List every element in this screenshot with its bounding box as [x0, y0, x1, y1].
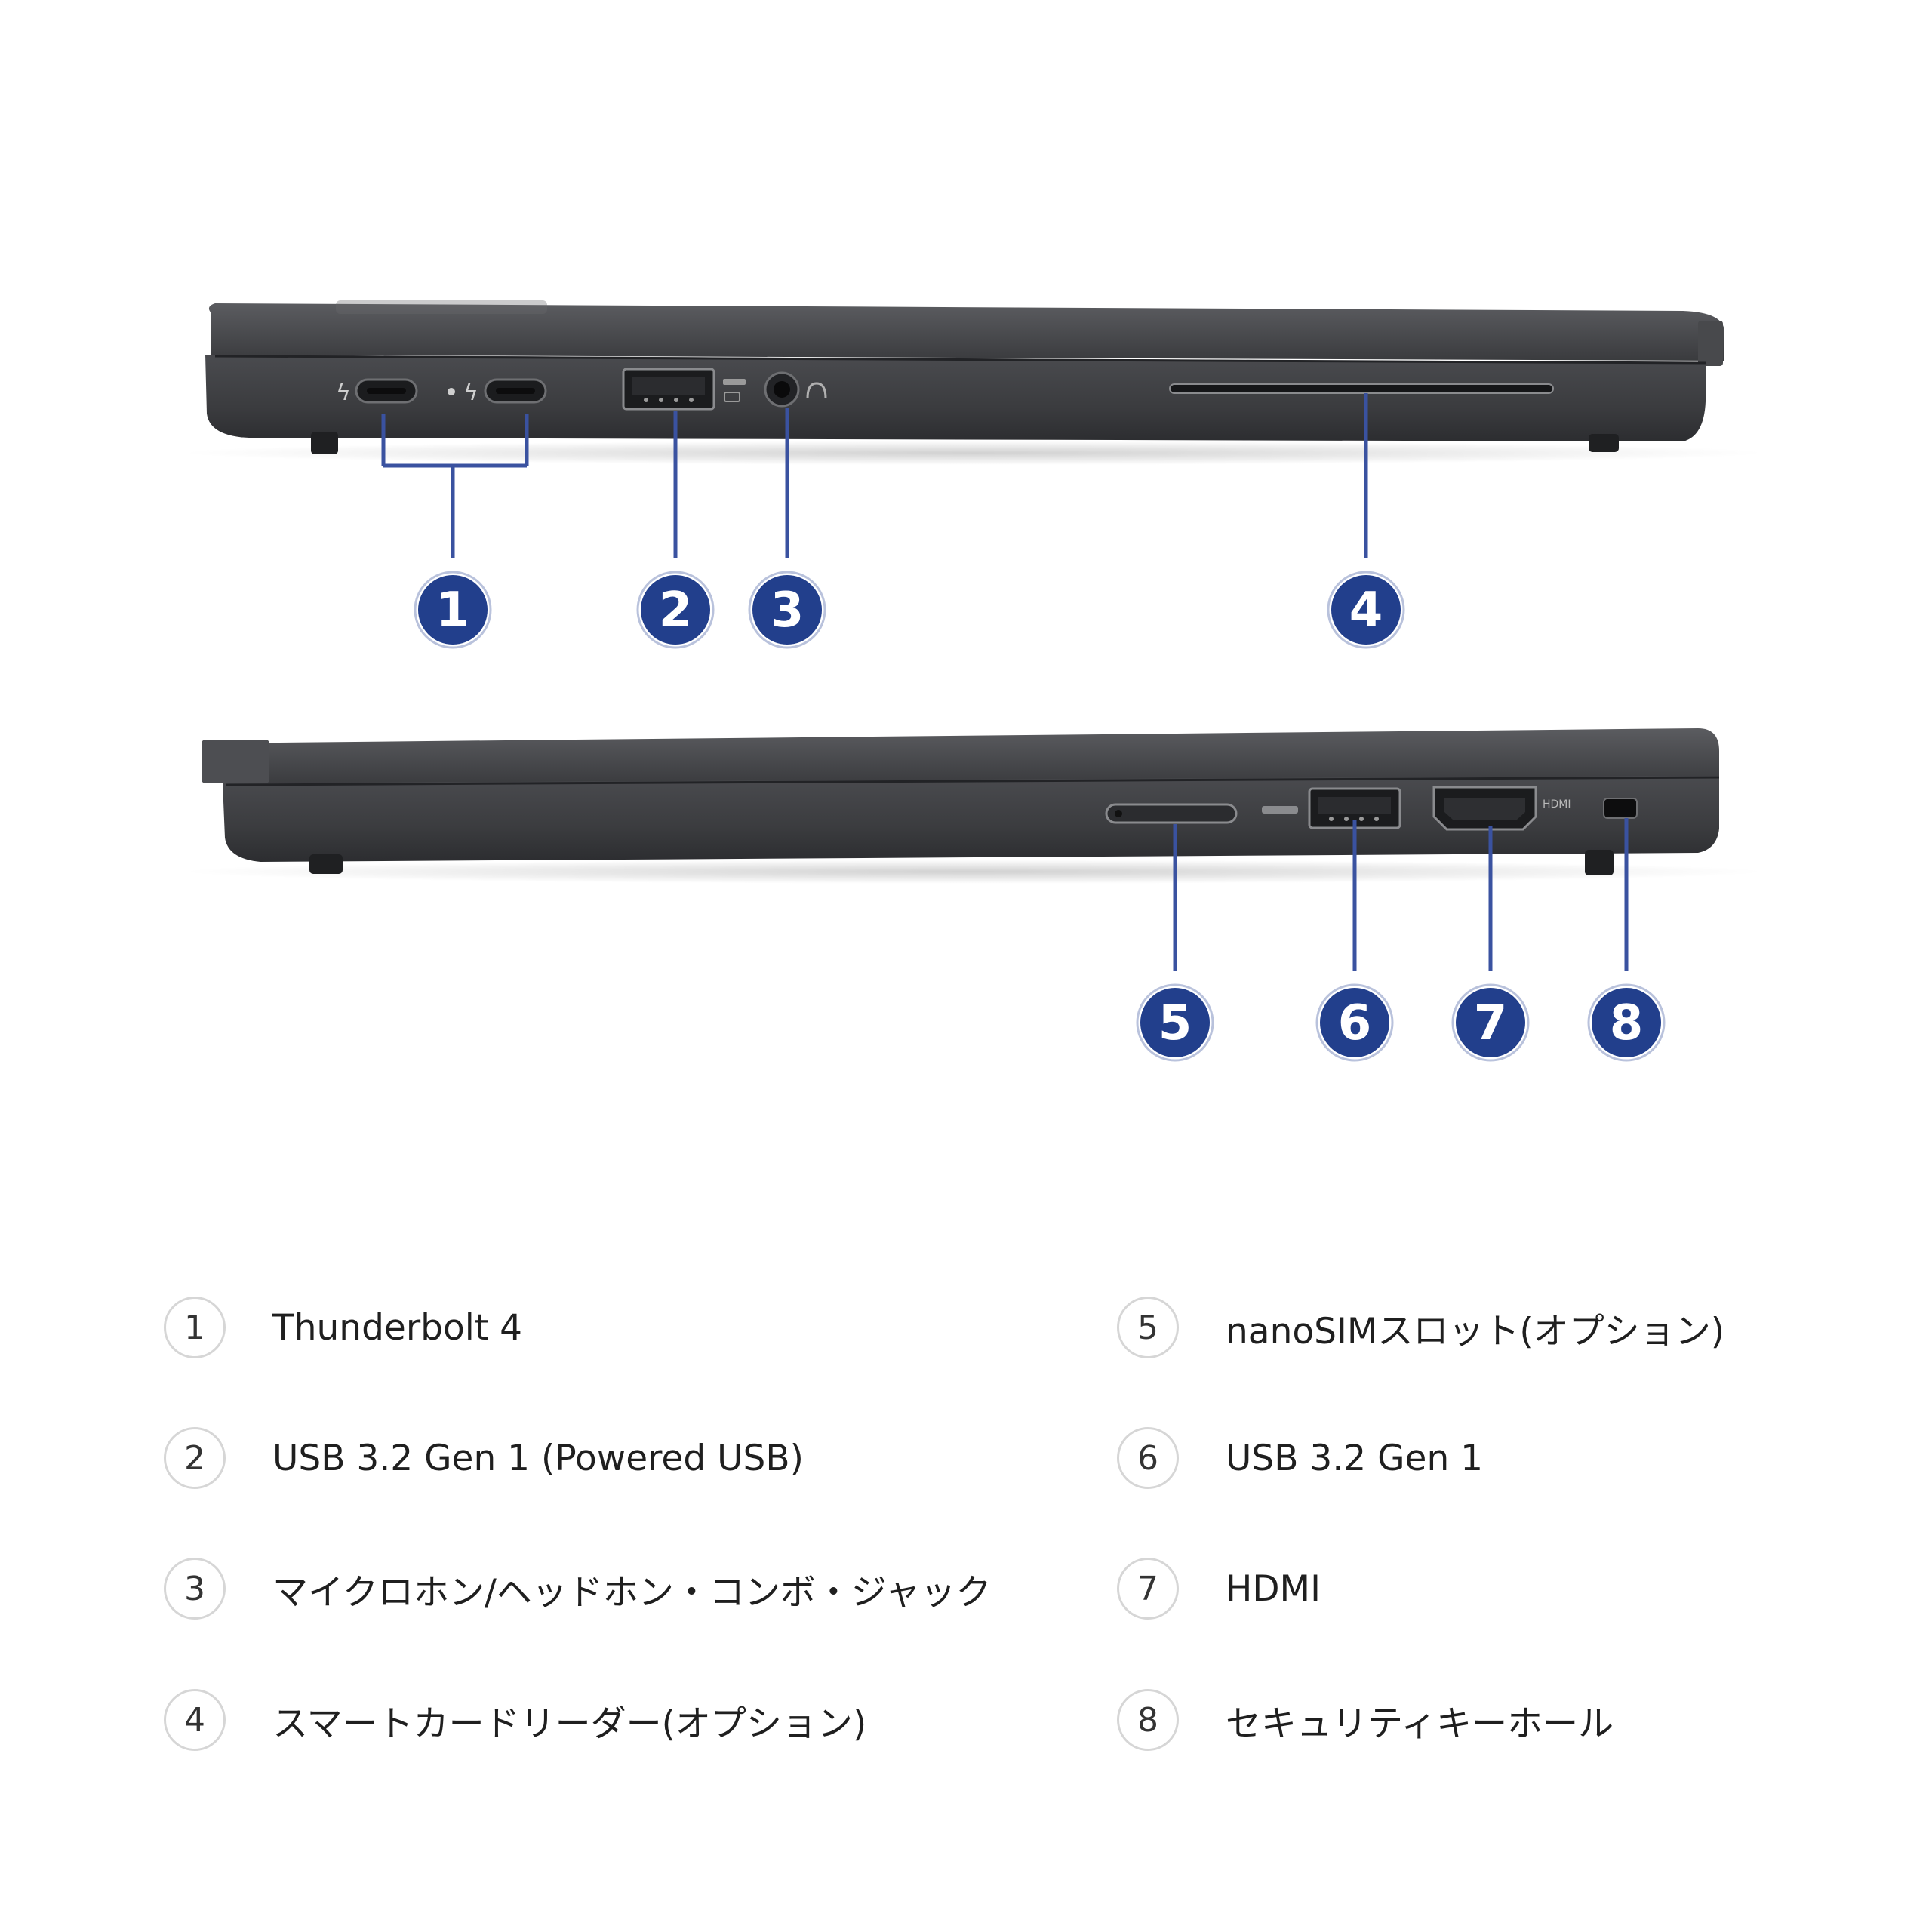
legend-number-badge: 7	[1117, 1558, 1179, 1620]
legend-item-3: 3 マイクロホン/ヘッドホン・コンボ・ジャック	[164, 1555, 992, 1623]
legend-item-7: 7 HDMI	[1117, 1555, 1321, 1623]
legend-label: Thunderbolt 4	[272, 1306, 523, 1349]
power-usb-icon	[724, 392, 740, 402]
callout-marker-6: 6	[1315, 983, 1394, 1062]
callout-number: 6	[1338, 995, 1372, 1051]
callout-number: 7	[1474, 995, 1508, 1051]
callout-number: 1	[436, 583, 470, 638]
usb-ss-icon	[723, 379, 746, 385]
thunderbolt-icon-2: ϟ	[463, 380, 478, 406]
legend-item-2: 2 USB 3.2 Gen 1 (Powered USB)	[164, 1424, 804, 1492]
legend-item-8: 8 セキュリティキーホール	[1117, 1686, 1614, 1754]
headset-icon	[806, 382, 827, 399]
legend-number-badge: 1	[164, 1297, 226, 1358]
legend-item-1: 1 Thunderbolt 4	[164, 1294, 522, 1361]
callout-number: 8	[1610, 995, 1644, 1051]
legend-number-badge: 6	[1117, 1427, 1179, 1489]
laptop-left-base	[205, 355, 1706, 441]
lenovo-logo-emboss	[336, 300, 547, 314]
legend-number-badge: 2	[164, 1427, 226, 1489]
usb-ss-icon-right	[1262, 806, 1298, 814]
legend-label: セキュリティキーホール	[1226, 1703, 1614, 1745]
legend-label: USB 3.2 Gen 1	[1226, 1437, 1484, 1479]
thunderbolt-icon: ϟ	[336, 380, 351, 406]
callout-markers: 1 2 3 4 5 6 7 8	[414, 571, 1666, 1062]
status-led	[448, 388, 455, 395]
callout-marker-7: 7	[1451, 983, 1530, 1062]
smart-card-slot	[1169, 383, 1554, 394]
legend-label: USB 3.2 Gen 1 (Powered USB)	[272, 1437, 804, 1479]
laptop-left-shadow	[181, 441, 1766, 465]
hdmi-mark: HDMI	[1543, 798, 1571, 811]
legend-label: nanoSIMスロット(オプション)	[1226, 1310, 1725, 1352]
laptop-right-lid-front-cap	[202, 740, 269, 783]
legend-number-badge: 8	[1117, 1689, 1179, 1751]
legend-item-5: 5 nanoSIMスロット(オプション)	[1117, 1294, 1724, 1361]
legend-number-badge: 3	[164, 1558, 226, 1620]
callout-marker-3: 3	[748, 571, 826, 649]
laptop-right-lid	[204, 728, 1719, 785]
nanosim-slot	[1105, 803, 1238, 824]
laptop-right-foot-front	[1585, 850, 1614, 875]
callout-number: 5	[1158, 995, 1192, 1051]
callout-marker-2: 2	[636, 571, 715, 649]
legend-label: マイクロホン/ヘッドホン・コンボ・ジャック	[272, 1571, 992, 1614]
legend-item-4: 4 スマートカードリーダー(オプション)	[164, 1686, 866, 1754]
laptop-right-side: HDMI	[181, 728, 1766, 884]
callout-number: 3	[771, 583, 804, 638]
legend-item-6: 6 USB 3.2 Gen 1	[1117, 1424, 1483, 1492]
callout-marker-8: 8	[1587, 983, 1666, 1062]
laptop-left-side: ϟ ϟ	[181, 300, 1766, 465]
laptop-left-foot-front	[311, 432, 338, 454]
callout-marker-1: 1	[414, 571, 492, 649]
legend-label: HDMI	[1226, 1567, 1321, 1610]
leader-lines	[381, 393, 1629, 971]
laptop-right-shadow	[181, 860, 1766, 884]
legend-number-badge: 4	[164, 1689, 226, 1751]
callout-number: 4	[1349, 583, 1383, 638]
laptop-right-foot-rear	[309, 854, 343, 874]
legend-label: スマートカードリーダー(オプション)	[272, 1703, 867, 1745]
callout-marker-4: 4	[1327, 571, 1405, 649]
laptop-left-lid-rear-cap	[1698, 321, 1723, 366]
laptop-left-foot-rear	[1589, 434, 1619, 452]
legend-number-badge: 5	[1117, 1297, 1179, 1358]
laptop-left-lid	[208, 303, 1724, 361]
callout-marker-5: 5	[1136, 983, 1214, 1062]
security-lock-slot	[1603, 798, 1638, 819]
callout-number: 2	[659, 583, 693, 638]
